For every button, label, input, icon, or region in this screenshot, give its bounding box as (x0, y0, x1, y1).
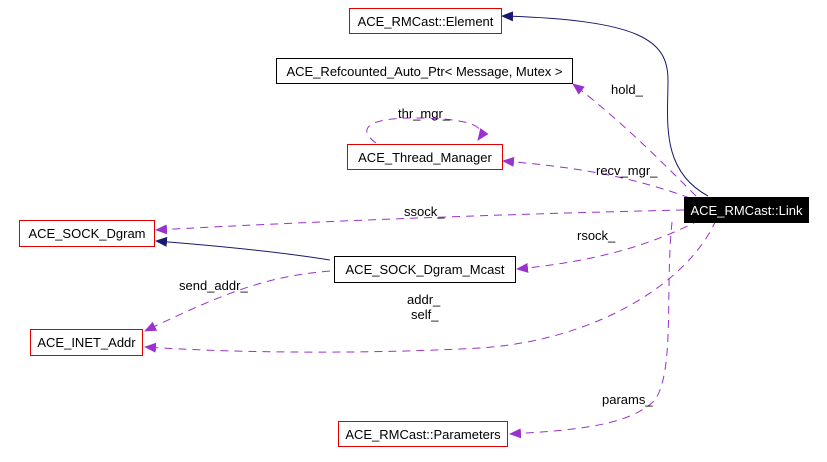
node-ace-rmcast-element[interactable]: ACE_RMCast::Element (349, 8, 502, 34)
edge-label-rsock: rsock_ (577, 228, 616, 243)
edge-rsock (516, 219, 701, 273)
edge-mcast-inherits-dgram (155, 236, 331, 261)
edge-label-recv-mgr: recv_mgr_ (596, 163, 658, 178)
edge-hold (572, 83, 697, 197)
node-ace-rmcast-link[interactable]: ACE_RMCast::Link (684, 197, 809, 223)
edge-label-hold: hold_ (611, 82, 643, 97)
edge-label-send-addr: send_addr_ (179, 278, 248, 293)
edge-recv-mgr (502, 156, 691, 199)
edge-label-params: params_ (602, 392, 653, 407)
node-ace-sock-dgram-mcast[interactable]: ACE_SOCK_Dgram_Mcast (334, 256, 516, 283)
edge-send-addr (144, 270, 331, 332)
node-ace-thread-manager[interactable]: ACE_Thread_Manager (347, 144, 503, 170)
edge-addr-self (144, 219, 717, 353)
edge-label-thr-mgr: thr_mgr_ (398, 106, 451, 121)
node-ace-sock-dgram[interactable]: ACE_SOCK_Dgram (19, 220, 155, 247)
edge-link-inherits-element (501, 11, 709, 197)
node-ace-rmcast-parameters[interactable]: ACE_RMCast::Parameters (338, 421, 508, 447)
edge-label-self: self_ (411, 307, 439, 322)
edge-label-addr: addr_ (407, 292, 441, 307)
edge-params (509, 221, 673, 439)
node-ace-inet-addr[interactable]: ACE_INET_Addr (30, 329, 143, 356)
node-ace-refcounted-auto-ptr[interactable]: ACE_Refcounted_Auto_Ptr< Message, Mutex … (276, 58, 573, 84)
edge-thr-mgr (366, 117, 489, 144)
edge-ssock (155, 209, 685, 235)
edge-label-ssock: ssock_ (404, 204, 445, 219)
